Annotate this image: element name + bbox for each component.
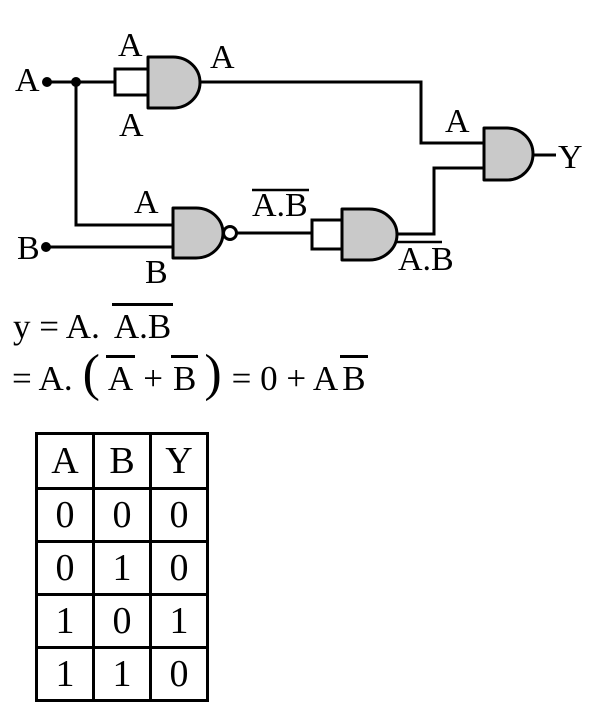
header-cell-a: A — [35, 432, 95, 490]
eq1-prefix: y = A. — [13, 307, 100, 346]
truth-table-header-row: A B Y — [35, 432, 209, 490]
eq2-plus: + — [143, 359, 163, 398]
and1-bottom-input-label: A — [119, 107, 144, 144]
table-row: 0 1 0 — [35, 540, 209, 596]
nand-gate — [171, 206, 225, 260]
cell: 0 — [35, 487, 95, 543]
nand-output-label: A.B — [252, 187, 308, 224]
table-row: 1 1 0 — [35, 646, 209, 702]
eq2-not-b2: B — [340, 355, 368, 396]
cell: 1 — [92, 540, 152, 596]
wire-a-branch-to-nand — [74, 82, 173, 227]
eq2-not-b: B — [170, 355, 199, 396]
eq2-not-a: A — [105, 355, 136, 396]
input-a-terminal-dot — [42, 77, 52, 87]
logic-circuit-diagram: A A A A A B B A.B A.B A Y — [15, 27, 583, 291]
cell: 0 — [149, 487, 209, 543]
input-b-terminal-dot — [41, 242, 51, 252]
eq1-overlined-term: A.B — [111, 303, 174, 344]
cell: 0 — [149, 646, 209, 702]
output-and-gate — [482, 126, 535, 182]
eq2-prefix: = A. — [12, 359, 73, 398]
and1-top-input-label: A — [118, 27, 143, 64]
cell: 1 — [35, 646, 95, 702]
and-gate-1 — [146, 55, 202, 110]
and3-top-input-label: A — [445, 103, 470, 140]
and1-output-label: A — [210, 39, 235, 76]
header-cell-y: Y — [149, 432, 209, 490]
equation-line-2: = A. ( A + B ) = 0 + A B — [12, 345, 368, 402]
and-gate-2 — [340, 207, 399, 262]
truth-table: A B Y 0 0 0 0 1 0 1 0 1 1 1 0 — [35, 432, 209, 702]
cell: 0 — [35, 540, 95, 596]
cell: 1 — [35, 593, 95, 649]
header-cell-b: B — [92, 432, 152, 490]
cell: 0 — [92, 487, 152, 543]
table-row: 1 0 1 — [35, 593, 209, 649]
cell: 1 — [149, 593, 209, 649]
eq2-middle: = 0 + A — [231, 359, 339, 398]
input-a-label: A — [15, 62, 40, 99]
tie-box-and1-inputs — [113, 67, 150, 97]
and2-output-label: A.B — [398, 241, 454, 278]
output-y-label: Y — [558, 139, 583, 176]
nand-bottom-input-label: B — [145, 254, 168, 291]
wire-and1-output-to-and3 — [200, 80, 484, 145]
nand-top-input-label: A — [134, 184, 159, 221]
equation-line-1: y = A. A.B — [13, 303, 174, 347]
input-b-label: B — [17, 230, 40, 267]
nand-bubble — [222, 225, 238, 241]
cell: 1 — [92, 646, 152, 702]
junction-dot-a — [71, 77, 81, 87]
table-row: 0 0 0 — [35, 487, 209, 543]
tie-box-and2-inputs — [310, 218, 344, 251]
cell: 0 — [149, 540, 209, 596]
cell: 0 — [92, 593, 152, 649]
wire-and2-output-to-and3 — [397, 166, 484, 236]
